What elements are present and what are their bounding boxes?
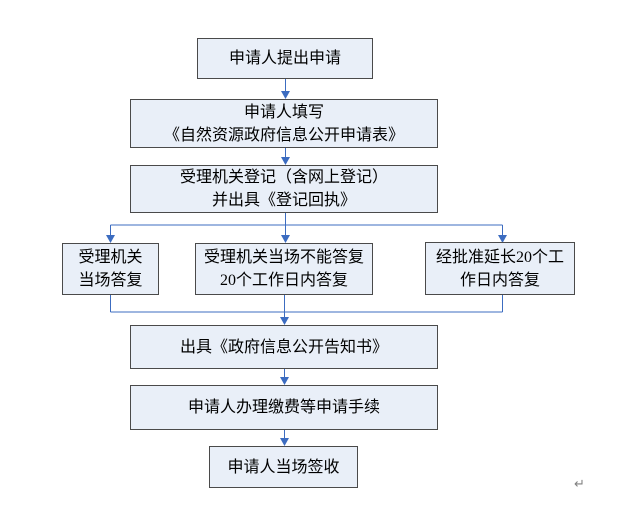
- node-label-line: 经批准延长20个工: [435, 248, 564, 266]
- node-pay-fees: 申请人办理缴费等申请手续: [130, 385, 438, 430]
- node-label-line: 申请人办理缴费等申请手续: [187, 399, 380, 416]
- node-label-line: 申请人填写: [243, 103, 324, 121]
- node-label-line: 作日内答复: [459, 271, 540, 289]
- node-label-line: 受理机关当场不能答复: [203, 249, 364, 266]
- node-label-line: 申请人提出申请: [228, 50, 341, 67]
- arrow-notice-to-pay-fees: [280, 369, 289, 385]
- node-issue-notice: 出具《政府信息公开告知书》: [130, 325, 438, 369]
- node-register: 受理机关登记（含网上登记） 并出具《登记回执》: [130, 165, 438, 213]
- node-fill-application-form: 申请人填写 《自然资源政府信息公开申请表》: [130, 99, 438, 148]
- node-submit-application: 申请人提出申请: [197, 38, 373, 79]
- node-reply-within-20-days: 受理机关当场不能答复 20个工作日内答复: [195, 243, 373, 295]
- node-label-line: 申请人当场签收: [227, 458, 340, 476]
- node-sign-receipt: 申请人当场签收: [209, 446, 358, 488]
- node-label-line: 出具《政府信息公开告知书》: [179, 338, 388, 356]
- node-label-line: 当场答复: [78, 272, 143, 289]
- arrow-submit-to-fill-form: [281, 79, 290, 99]
- arrow-fill-form-to-register: [281, 148, 290, 165]
- node-label-line: 并出具《登记回执》: [211, 192, 356, 209]
- paragraph-return-mark: ↵: [574, 476, 585, 491]
- node-onsite-reply: 受理机关 当场答复: [62, 243, 159, 295]
- branch-register-to-replies: [106, 213, 507, 243]
- node-label-line: 《自然资源政府信息公开申请表》: [163, 126, 404, 144]
- node-extended-reply: 经批准延长20个工 作日内答复: [425, 242, 575, 295]
- arrow-pay-fees-to-sign: [280, 430, 289, 446]
- node-label-line: 受理机关: [78, 249, 143, 266]
- merge-replies-to-notice: [110, 295, 503, 325]
- node-label-line: 20个工作日内答复: [219, 272, 348, 289]
- node-label-line: 受理机关登记（含网上登记）: [179, 169, 388, 186]
